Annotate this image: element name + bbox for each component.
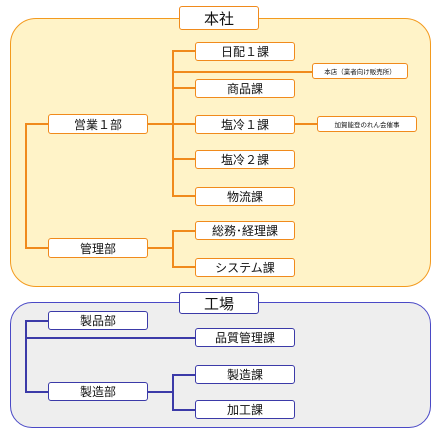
mfg-branch-1 [172,374,195,376]
note-enrei: 加賀能登のれん会催事 [317,116,417,132]
section-box: 物流課 [195,187,295,206]
factory-branch-products [25,320,48,322]
mfg-branch-2 [172,409,195,411]
mfg-dept-box: 製造部 [48,382,148,401]
mfg-trunk [172,374,174,410]
factory-branch-quality [25,337,195,339]
hq-branch-sales [25,123,48,125]
section-box: 日配１課 [195,42,295,61]
hq-branch-admin [25,247,48,249]
mfg-to-trunk [148,391,172,393]
section-box: 品質管理課 [195,328,295,347]
sales-to-trunk [148,123,172,125]
note-connector-nikka [174,71,312,73]
sales-branch-3 [172,123,195,125]
factory-branch-mfg [25,391,48,393]
admin-trunk [172,230,174,267]
sales-dept-box: 営業１部 [48,114,148,134]
section-box: 商品課 [195,79,295,98]
section-box: 製造課 [195,365,295,384]
factory-left-trunk [25,320,27,392]
section-box: 塩冷１課 [195,115,295,134]
note-connector-enrei [295,123,317,125]
sales-branch-1 [172,50,195,52]
section-box: システム課 [195,258,295,277]
admin-branch-1 [172,230,195,232]
admin-branch-2 [172,266,195,268]
note-nikka: 本店（業者向け販売所） [312,63,408,79]
products-dept-box: 製品部 [48,311,148,330]
sales-branch-5 [172,195,195,197]
factory-title: 工場 [179,292,259,314]
section-box: 加工課 [195,400,295,419]
admin-to-trunk [148,247,172,249]
hq-left-trunk [25,123,27,247]
sales-branch-4 [172,158,195,160]
section-box: 塩冷２課 [195,150,295,169]
headquarters-title: 本社 [179,6,259,30]
admin-dept-box: 管理部 [48,238,148,258]
sales-branch-2 [172,87,195,89]
section-box: 総務･経理課 [195,221,295,240]
sales-trunk [172,50,174,195]
